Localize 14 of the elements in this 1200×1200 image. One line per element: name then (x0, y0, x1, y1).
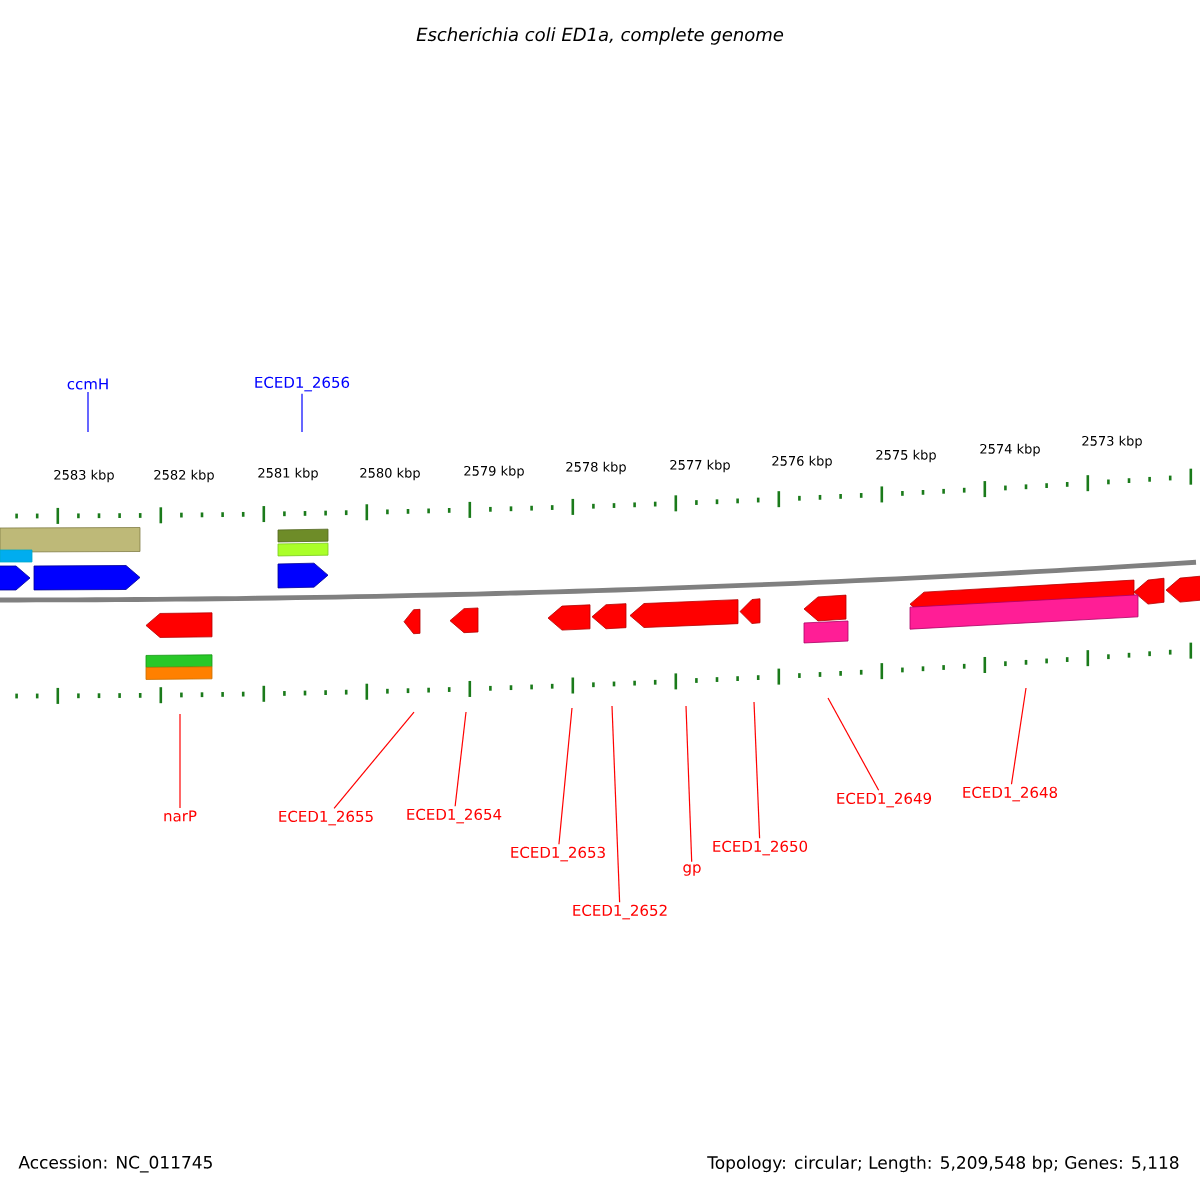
title: Escherichia coli ED1a, complete genome (416, 27, 784, 45)
leader-line (611, 705, 621, 903)
leader-line (685, 705, 693, 863)
leader-line (87, 391, 89, 433)
leader-line (179, 713, 181, 809)
accession-text: Accession: NC_011745 (18, 1155, 212, 1173)
leader-line (827, 697, 880, 791)
leader-line (753, 701, 761, 839)
genome-info-text: Topology: circular; Length: 5,209,548 bp; Genes: 5,118 (707, 1155, 1179, 1173)
leader-line (333, 711, 415, 809)
leader-line (301, 393, 303, 433)
leader-line (454, 711, 467, 807)
leader-line (558, 707, 573, 845)
leader-line (1010, 687, 1027, 785)
